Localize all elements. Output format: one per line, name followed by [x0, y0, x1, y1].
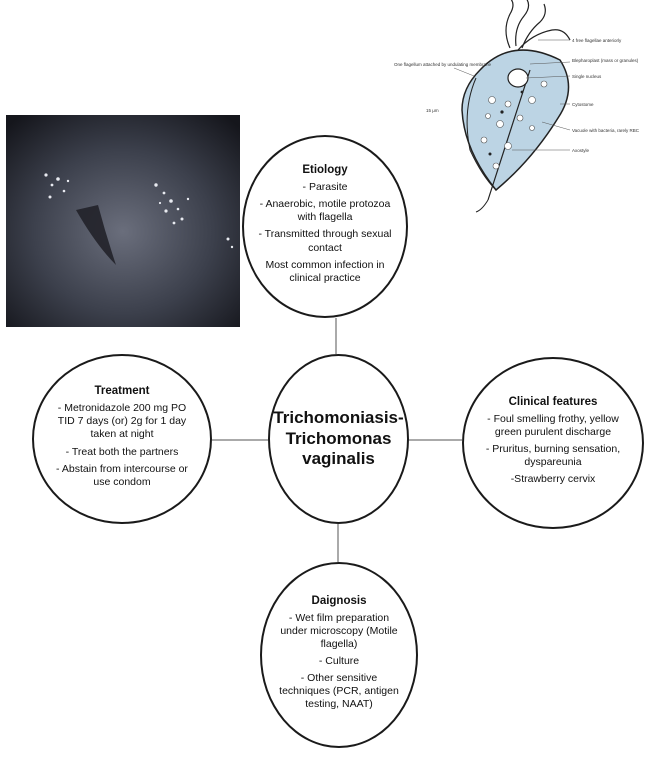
diagnosis-node: Daignosis - Wet film preparation under m…: [260, 562, 418, 748]
etiology-item: - Parasite: [302, 181, 348, 194]
label-size: 15 μm: [426, 108, 439, 113]
clinical-item: -Strawberry cervix: [510, 473, 596, 486]
diagnosis-item: - Wet film preparation under microscopy …: [280, 611, 398, 650]
center-node: Trichomoniasis- Trichomonas vaginalis: [268, 354, 409, 524]
clinical-item: - Pruritus, burning sensation, dyspareun…: [485, 442, 621, 469]
label-free-flagella: 4 free flagellae anteriorly: [572, 38, 622, 43]
diagnosis-item: - Culture: [318, 654, 360, 667]
label-cytostome: Cytostome: [572, 102, 594, 107]
etiology-node: Etiology - Parasite - Anaerobic, motile …: [242, 135, 408, 318]
treatment-item: - Treat both the partners: [65, 445, 179, 458]
etiology-item: Most common infection in clinical practi…: [265, 258, 385, 284]
treatment-node: Treatment - Metronidazole 200 mg PO TID …: [32, 354, 212, 524]
clinical-features-node: Clinical features - Foul smelling frothy…: [462, 357, 644, 529]
center-title-line: Trichomonas: [285, 428, 392, 448]
center-title-line: vaginalis: [302, 449, 375, 469]
treatment-item: - Metronidazole 200 mg PO TID 7 days (or…: [57, 402, 187, 441]
diagnosis-title: Daignosis: [311, 594, 367, 607]
trichomonas-organism-illustration: 4 free flagellae anteriorly Blepharoplas…: [394, 0, 640, 213]
clinical-title: Clinical features: [508, 395, 598, 408]
label-one-flagellum: One flagellum attached by undulating mem…: [394, 62, 492, 67]
center-title-line: Trichomoniasis-: [273, 408, 404, 428]
treatment-item: - Abstain from intercourse or use condom: [56, 462, 188, 488]
label-nucleus: Single nucleus: [572, 74, 602, 79]
label-blepharoplast: Blepharoplast (mass or granules): [572, 58, 639, 63]
treatment-title: Treatment: [94, 385, 150, 398]
label-vacuole: Vacuole with bacteria, rarely RBC: [572, 128, 640, 133]
cervix-photograph: [6, 115, 240, 327]
clinical-item: - Foul smelling frothy, yellow green pur…: [487, 412, 619, 438]
label-axostyle: Axostyle: [572, 148, 590, 153]
flagella-icon: [505, 0, 571, 51]
etiology-item: - Transmitted through sexual contact: [258, 228, 392, 254]
diagnosis-item: - Other sensitive techniques (PCR, antig…: [279, 672, 399, 711]
etiology-title: Etiology: [302, 164, 348, 177]
nucleus-icon: [507, 68, 529, 88]
etiology-item: - Anaerobic, motile protozoa with flagel…: [259, 198, 391, 224]
